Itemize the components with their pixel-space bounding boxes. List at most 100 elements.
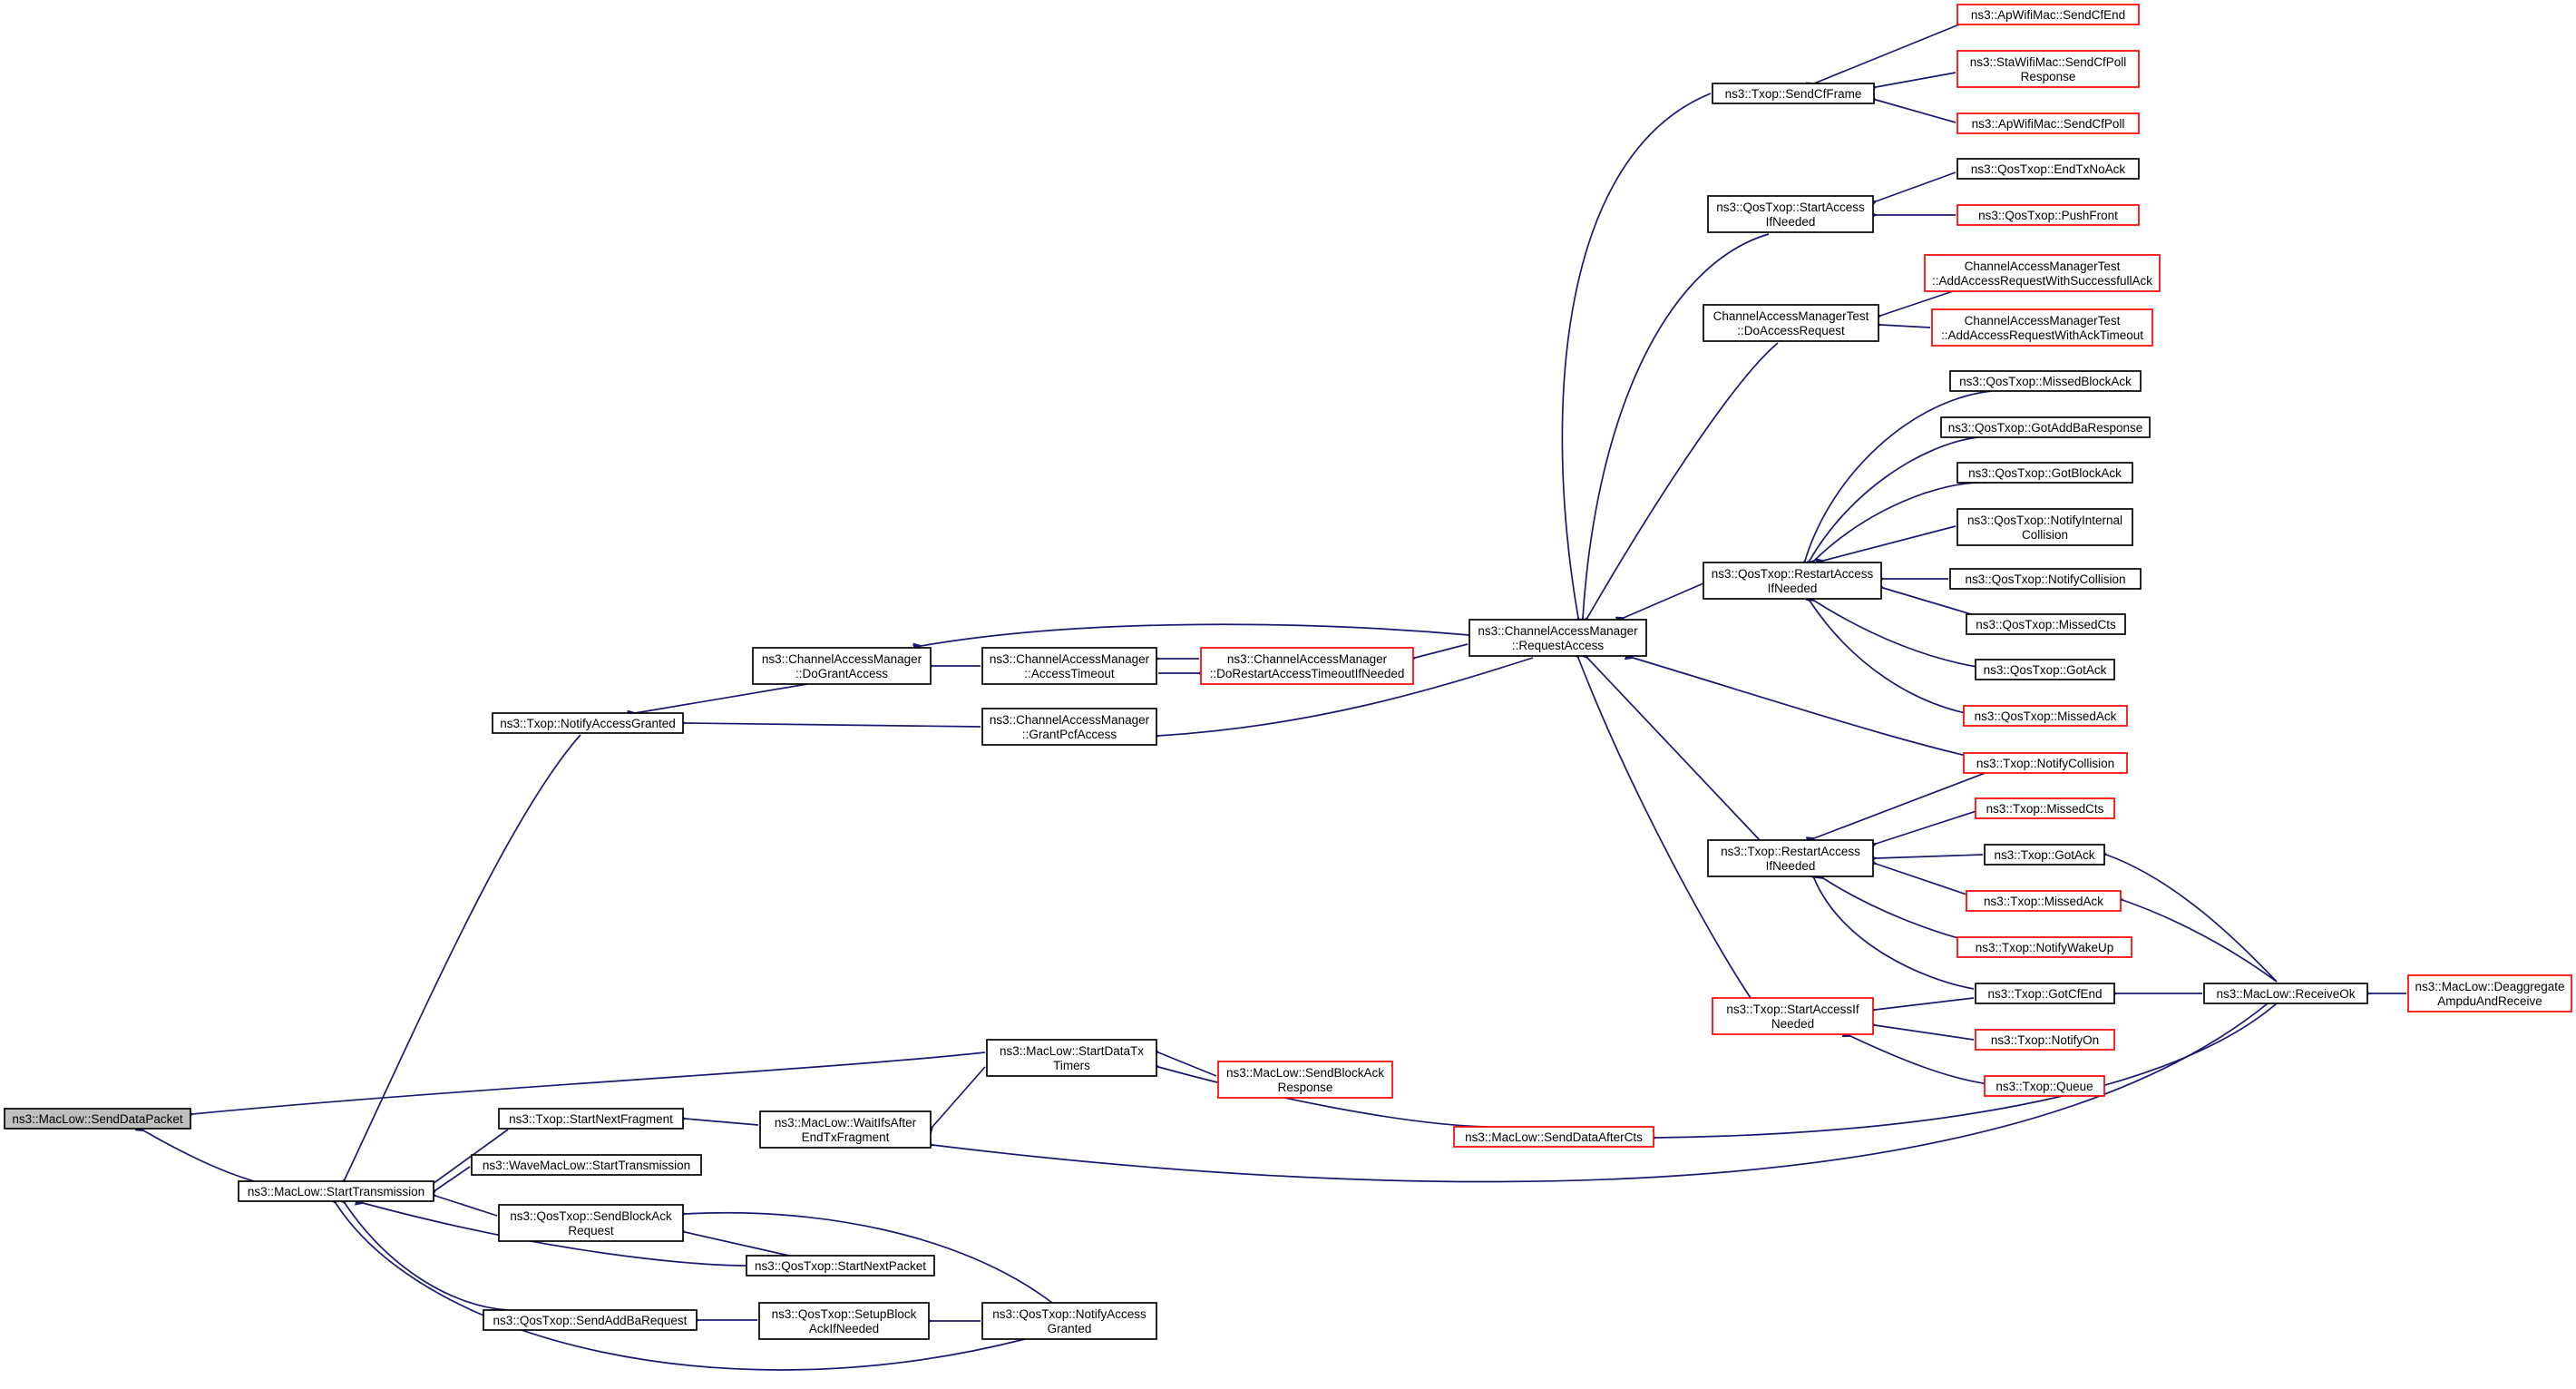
graph-node[interactable]: ns3::ChannelAccessManager::RequestAccess	[1469, 619, 1647, 657]
graph-node[interactable]: ChannelAccessManagerTest::AddAccessReque…	[1931, 308, 2153, 347]
node-label: Collision	[2022, 528, 2068, 542]
graph-node[interactable]: ns3::ChannelAccessManager::AccessTimeout	[981, 647, 1157, 685]
graph-node[interactable]: ns3::ApWifiMac::SendCfEnd	[1956, 4, 2140, 25]
graph-node[interactable]: ns3::QosTxop::MissedCts	[1966, 613, 2126, 635]
graph-node[interactable]: ns3::QosTxop::NotifyAccessGranted	[981, 1302, 1157, 1340]
graph-node[interactable]: ns3::Txop::GotAck	[1984, 844, 2105, 866]
node-label: IfNeeded	[1766, 215, 1816, 229]
graph-node[interactable]: ns3::ChannelAccessManager::DoRestartAcce…	[1200, 647, 1414, 685]
node-label: ns3::QosTxop::SendBlockAck	[510, 1209, 672, 1223]
graph-node[interactable]: ns3::MacLow::StartTransmission	[238, 1180, 434, 1202]
edge-startTransmission-qosNotifyAccessGranted	[336, 1203, 1026, 1371]
graph-node[interactable]: ns3::Txop::NotifyOn	[1975, 1029, 2115, 1051]
node-box	[1966, 890, 2122, 912]
node-label: ns3::QosTxop::MissedCts	[1976, 618, 2116, 631]
graph-node[interactable]: ns3::QosTxop::NotifyCollision	[1949, 568, 2142, 590]
node-label: Timers	[1053, 1059, 1090, 1072]
node-label: IfNeeded	[1766, 859, 1816, 873]
graph-node[interactable]: ns3::Txop::Queue	[1984, 1075, 2105, 1097]
graph-node[interactable]: ns3::QosTxop::GotAddBaResponse	[1940, 416, 2151, 438]
node-label: ::DoAccessRequest	[1737, 324, 1845, 337]
graph-node[interactable]: ChannelAccessManagerTest::AddAccessReque…	[1924, 254, 2161, 292]
node-label: ns3::MacLow::SendDataPacket	[12, 1112, 183, 1126]
edge-qosRestart-missedAck	[1810, 601, 1987, 718]
graph-node[interactable]: ns3::ChannelAccessManager::DoGrantAccess	[752, 647, 932, 685]
graph-node[interactable]: ns3::QosTxop::GotAck	[1975, 659, 2115, 680]
graph-node[interactable]: ns3::MacLow::ReceiveOk	[2203, 983, 2368, 1004]
graph-node[interactable]: ns3::Txop::MissedCts	[1975, 797, 2115, 819]
graph-node[interactable]: ns3::ChannelAccessManager::GrantPcfAcces…	[981, 708, 1157, 746]
graph-node[interactable]: ns3::Txop::NotifyWakeUp	[1956, 936, 2132, 958]
graph-node[interactable]: ns3::Txop::MissedAck	[1966, 890, 2122, 912]
graph-node[interactable]: ns3::QosTxop::MissedAck	[1963, 705, 2128, 727]
node-box	[1217, 1061, 1393, 1099]
edge-doRestart-requestAccess	[1415, 643, 1469, 658]
graph-node[interactable]: ns3::QosTxop::EndTxNoAck	[1956, 158, 2140, 180]
node-box	[986, 1039, 1157, 1077]
node-box	[981, 708, 1157, 746]
node-label: ::DoGrantAccess	[795, 667, 888, 680]
graph-node[interactable]: ns3::WaveMacLow::StartTransmission	[471, 1154, 702, 1176]
node-box	[1707, 839, 1874, 877]
node-box	[1453, 1126, 1654, 1148]
node-label: ::DoRestartAccessTimeoutIfNeeded	[1210, 667, 1405, 680]
graph-node[interactable]: ns3::Txop::StartNextFragment	[498, 1108, 684, 1130]
graph-node[interactable]: ns3::ApWifiMac::SendCfPoll	[1956, 112, 2140, 134]
graph-node[interactable]: ns3::MacLow::SendDataPacket	[4, 1108, 191, 1130]
node-label: ns3::Txop::MissedCts	[1986, 802, 2104, 816]
node-label: ns3::QosTxop::EndTxNoAck	[1971, 162, 2126, 176]
node-label: Request	[568, 1224, 614, 1237]
node-label: ns3::Txop::NotifyAccessGranted	[500, 717, 676, 730]
edge-txopStartAccessIf-queue	[1850, 1036, 1996, 1086]
edge-requestAccess-doAccessRequest	[1587, 342, 1779, 618]
graph-node[interactable]: ns3::MacLow::SendDataAfterCts	[1453, 1126, 1654, 1148]
graph-node[interactable]: ns3::Txop::NotifyAccessGranted	[492, 712, 684, 734]
node-box	[2203, 983, 2368, 1004]
node-label: ns3::QosTxop::NotifyCollision	[1965, 572, 2125, 586]
graph-node[interactable]: ns3::QosTxop::MissedBlockAck	[1949, 370, 2142, 392]
node-label: ns3::MacLow::StartDataTx	[1000, 1044, 1144, 1058]
node-label: ns3::QosTxop::SendAddBaRequest	[493, 1314, 688, 1327]
graph-node[interactable]: ns3::Txop::GotCfEnd	[1975, 983, 2115, 1004]
edge-gotAck-receiveOk	[2106, 855, 2278, 983]
edge-startTransmission-waveStartTransmission	[435, 1166, 471, 1190]
node-box	[759, 1110, 932, 1149]
node-label: ns3::QosTxop::MissedBlockAck	[1959, 375, 2132, 388]
node-box	[1703, 304, 1879, 342]
edge-txopStartAccessIf-gotCfEnd	[1875, 997, 1975, 1010]
graph-node[interactable]: ns3::QosTxop::PushFront	[1956, 204, 2140, 226]
edge-requestAccess-qosRestart	[1624, 582, 1704, 618]
node-box	[1956, 50, 2140, 88]
node-box	[1984, 844, 2105, 866]
edge-requestAccess-sendCfFrame	[1561, 93, 1712, 618]
edge-startTransmission-sendBlockAckRequest	[435, 1196, 498, 1217]
graph-node[interactable]: ns3::QosTxop::StartNextPacket	[746, 1255, 935, 1277]
edge-requestAccess-qosStartAccess	[1583, 233, 1770, 618]
node-box	[1924, 254, 2161, 292]
graph-node[interactable]: ChannelAccessManagerTest::DoAccessReques…	[1703, 304, 1879, 342]
edge-txopStartAccessIf-notifyOn	[1875, 1025, 1975, 1041]
node-box	[1712, 83, 1875, 104]
graph-node[interactable]: ns3::QosTxop::SendAddBaRequest	[483, 1309, 698, 1331]
node-label: AmpduAndReceive	[2437, 994, 2542, 1008]
node-box	[1975, 1029, 2115, 1051]
graph-node[interactable]: ns3::QosTxop::GotBlockAck	[1956, 462, 2133, 484]
edge-sendDataAfterCts-receiveOk	[1655, 1003, 2278, 1138]
node-label: ::AddAccessRequestWithAckTimeout	[1941, 328, 2143, 342]
graph-node[interactable]: ns3::Txop::NotifyCollision	[1963, 752, 2128, 774]
graph-node[interactable]: ns3::Txop::SendCfFrame	[1712, 83, 1875, 104]
node-label: ::GrantPcfAccess	[1022, 728, 1117, 741]
